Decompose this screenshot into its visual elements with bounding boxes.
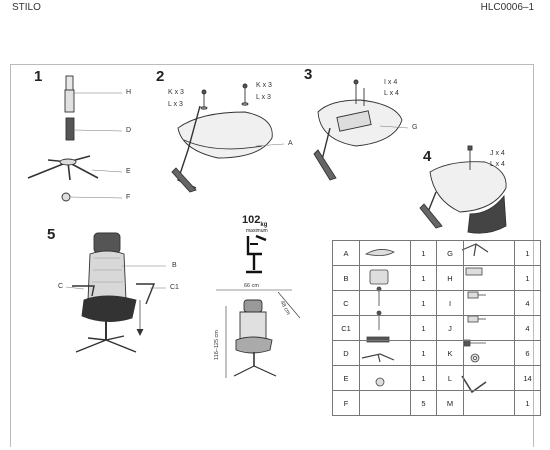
callout-k-left: K x 3	[168, 89, 184, 96]
step4-illustration	[419, 145, 507, 234]
callout-i: I x 4	[384, 79, 398, 86]
part-qty: 1	[410, 365, 437, 391]
label-e: E	[126, 168, 131, 175]
weight-value: 102	[242, 214, 261, 226]
step-number-3: 3	[304, 66, 313, 83]
part-letter: L	[436, 365, 464, 391]
part-letter: E	[332, 365, 360, 391]
label-a: A	[288, 140, 293, 147]
part-letter: A	[332, 240, 360, 266]
part-qty: 1	[410, 340, 437, 366]
part-qty: 1	[514, 265, 541, 291]
part-image	[359, 265, 411, 291]
part-image	[359, 340, 411, 366]
part-qty: 1	[514, 240, 541, 266]
model-name: STILO	[12, 2, 41, 13]
part-letter: M	[436, 390, 464, 416]
part-letter: H	[436, 265, 464, 291]
callout-l-right: L x 3	[256, 94, 271, 101]
dim-width: 66 cm	[244, 283, 259, 289]
step-number-4: 4	[423, 148, 432, 165]
part-image	[359, 365, 411, 391]
product-code: HLC0006–1	[480, 2, 534, 13]
part-image	[463, 240, 515, 266]
part-qty: 1	[410, 240, 437, 266]
part-image	[463, 340, 515, 366]
dim-height: 116–125 cm	[214, 330, 220, 360]
callout-k-right: K x 3	[256, 82, 272, 89]
part-qty: 14	[514, 365, 541, 391]
label-g: G	[412, 124, 418, 131]
callout-j: J x 4	[490, 150, 505, 157]
weight-note: maximum	[246, 228, 268, 234]
step2-illustration	[171, 83, 285, 193]
part-image	[359, 240, 411, 266]
label-b: B	[172, 262, 177, 269]
max-weight: 102kg	[242, 214, 267, 228]
weight-unit: kg	[260, 222, 268, 229]
step-number-2: 2	[156, 68, 165, 85]
label-f: F	[126, 194, 131, 201]
part-qty: 5	[410, 390, 437, 416]
callout-l-left: L x 3	[168, 101, 183, 108]
step3-illustration	[313, 79, 409, 181]
callout-l-step4: L x 4	[490, 161, 505, 168]
part-image	[463, 265, 515, 291]
label-c1: C1	[170, 284, 179, 291]
part-qty: 1	[410, 265, 437, 291]
part-qty: 1	[410, 290, 437, 316]
part-letter: D	[332, 340, 360, 366]
step1-illustration	[27, 75, 123, 202]
part-image	[359, 290, 411, 316]
callout-l-step3: L x 4	[384, 90, 399, 97]
step-number-5: 5	[47, 226, 56, 243]
part-qty: 6	[514, 340, 541, 366]
dimension-drawing	[216, 289, 301, 378]
part-letter: F	[332, 390, 360, 416]
label-h: H	[126, 89, 132, 96]
part-letter: C	[332, 290, 360, 316]
part-letter: B	[332, 265, 360, 291]
label-d: D	[126, 127, 132, 134]
part-letter: J	[436, 315, 464, 341]
part-image	[359, 390, 411, 416]
part-letter: I	[436, 290, 464, 316]
part-qty: 1	[410, 315, 437, 341]
part-qty: 4	[514, 315, 541, 341]
part-letter: G	[436, 240, 464, 266]
part-image	[463, 390, 515, 416]
part-qty: 1	[514, 390, 541, 416]
part-image	[463, 290, 515, 316]
weight-pictogram	[246, 234, 267, 274]
part-letter: K	[436, 340, 464, 366]
part-image	[359, 315, 411, 341]
step-number-1: 1	[34, 68, 43, 85]
part-qty: 4	[514, 290, 541, 316]
part-image	[463, 315, 515, 341]
step5-illustration	[65, 232, 166, 353]
label-c: C	[58, 283, 64, 290]
part-image	[463, 365, 515, 391]
part-letter: C1	[332, 315, 360, 341]
